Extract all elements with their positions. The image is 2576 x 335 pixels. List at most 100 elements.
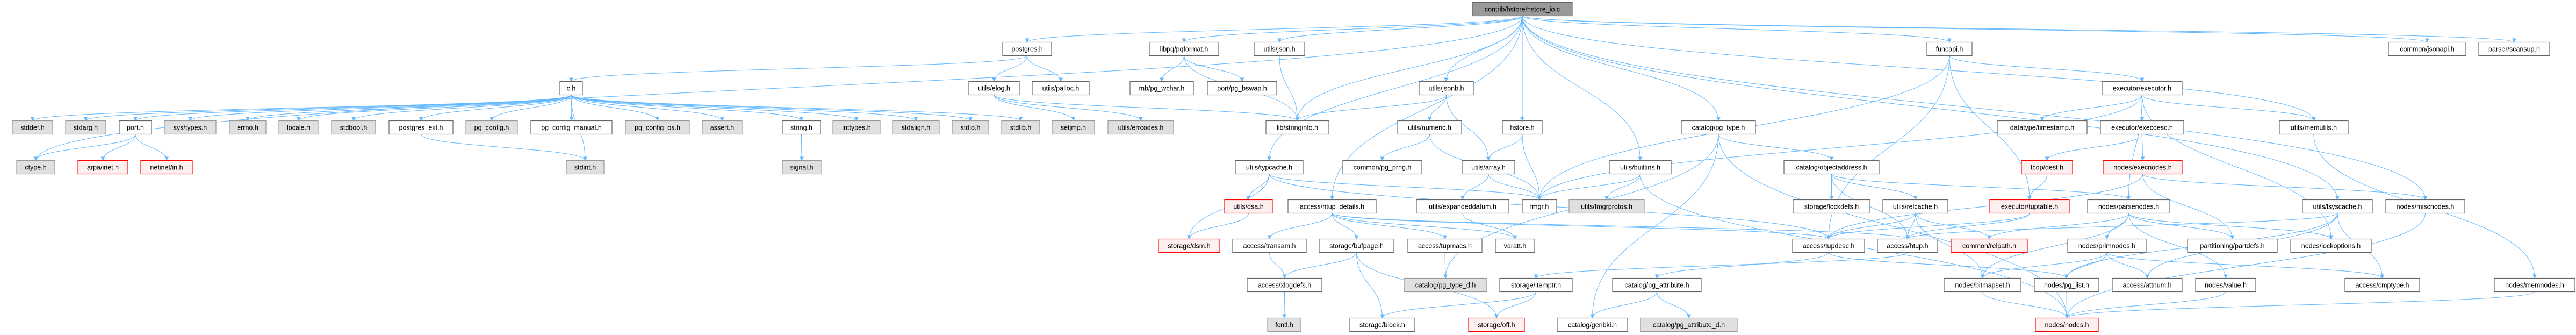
node-lsyscache[interactable]: utils/lsyscache.h [2302, 199, 2373, 214]
node-inttypes[interactable]: inttypes.h [832, 120, 881, 135]
node-builtins[interactable]: utils/builtins.h [1609, 160, 1672, 175]
node-tupdesc[interactable]: access/tupdesc.h [1792, 238, 1865, 253]
node-htup[interactable]: access/htup.h [1877, 238, 1938, 253]
node-executor[interactable]: executor/executor.h [2102, 81, 2183, 96]
node-hstore[interactable]: hstore.h [1502, 120, 1543, 135]
node-stdbool[interactable]: stdbool.h [331, 120, 376, 135]
node-bswap[interactable]: port/pg_bswap.h [1207, 81, 1277, 96]
node-stdarg[interactable]: stdarg.h [65, 120, 106, 135]
node-locale[interactable]: locale.h [278, 120, 319, 135]
node-port[interactable]: port.h [119, 120, 152, 135]
node-ctype[interactable]: ctype.h [16, 160, 55, 175]
node-timestamp[interactable]: datatype/timestamp.h [1997, 120, 2088, 135]
node-attnum[interactable]: access/attnum.h [2112, 277, 2183, 293]
node-elog[interactable]: utils/elog.h [968, 81, 1020, 96]
node-fmgrprotos[interactable]: utils/fmgrprotos.h [1568, 199, 1645, 214]
node-dest[interactable]: tcop/dest.h [2021, 160, 2073, 175]
node-itemptr[interactable]: storage/itemptr.h [1499, 277, 1573, 293]
node-pqformat[interactable]: libpq/pqformat.h [1149, 41, 1219, 56]
node-ch[interactable]: c.h [559, 81, 583, 96]
edge-relcache-to-bitmapset [1915, 213, 1985, 279]
node-setjmp[interactable]: setjmp.h [1052, 120, 1095, 135]
node-prng[interactable]: common/pg_prng.h [1342, 160, 1422, 175]
node-pgtyped[interactable]: catalog/pg_type_d.h [1404, 277, 1487, 293]
node-memnodes[interactable]: nodes/memnodes.h [2494, 277, 2575, 293]
edge-ch-to-assert [571, 95, 724, 122]
node-varatt[interactable]: varatt.h [1495, 238, 1535, 253]
node-stringinfo[interactable]: lib/stringinfo.h [1265, 120, 1329, 135]
node-pgconfman[interactable]: pg_config_manual.h [530, 120, 613, 135]
node-postgres[interactable]: postgres.h [1002, 41, 1052, 56]
node-assert[interactable]: assert.h [702, 120, 743, 135]
node-execdesc[interactable]: executor/execdesc.h [2100, 120, 2184, 135]
node-fmgr[interactable]: fmgr.h [1522, 199, 1557, 214]
node-jsonapi[interactable]: common/jsonapi.h [2388, 41, 2466, 56]
node-pgattrd[interactable]: catalog/pg_attribute_d.h [1640, 317, 1738, 332]
node-netinet[interactable]: netinet/in.h [140, 160, 193, 175]
node-primnodes[interactable]: nodes/primnodes.h [2067, 238, 2147, 253]
node-relpath[interactable]: common/relpath.h [1951, 238, 2028, 253]
node-pgconfig[interactable]: pg_config.h [465, 120, 518, 135]
node-pgattr[interactable]: catalog/pg_attribute.h [1612, 277, 1702, 293]
edge-htupdet-to-transam [1267, 213, 1333, 240]
node-string[interactable]: string.h [782, 120, 821, 135]
node-nodes[interactable]: nodes/nodes.h [2035, 317, 2099, 332]
node-bitmapset[interactable]: nodes/bitmapset.h [1944, 277, 2021, 293]
node-scansup[interactable]: parser/scansup.h [2478, 41, 2550, 56]
node-box [2344, 277, 2420, 293]
node-value[interactable]: nodes/value.h [2195, 277, 2256, 293]
node-expdatum[interactable]: utils/expandeddatum.h [1416, 199, 1509, 214]
node-genbki[interactable]: catalog/genbki.h [1557, 317, 1628, 332]
node-numeric[interactable]: utils/numeric.h [1397, 120, 1462, 135]
node-systypes[interactable]: sys/types.h [164, 120, 217, 135]
node-memutils[interactable]: utils/memutils.h [2279, 120, 2349, 135]
node-miscnodes[interactable]: nodes/miscnodes.h [2385, 199, 2465, 214]
node-tuptable[interactable]: executor/tuptable.h [1989, 199, 2070, 214]
node-box [1052, 120, 1095, 135]
node-transam[interactable]: access/transam.h [1232, 238, 1307, 253]
node-dsa[interactable]: utils/dsa.h [1224, 199, 1273, 214]
node-fcntl[interactable]: fcntl.h [1267, 317, 1301, 332]
node-array[interactable]: utils/array.h [1462, 160, 1515, 175]
node-parsenodes[interactable]: nodes/parsenodes.h [2087, 199, 2170, 214]
node-tupmacs[interactable]: access/tupmacs.h [1407, 238, 1483, 253]
node-off[interactable]: storage/off.h [1468, 317, 1525, 332]
node-stdio[interactable]: stdio.h [952, 120, 989, 135]
node-signal[interactable]: signal.h [782, 160, 822, 175]
node-pgtype[interactable]: catalog/pg_type.h [1681, 120, 1756, 135]
node-xlogdefs[interactable]: access/xlogdefs.h [1247, 277, 1322, 293]
node-stdlib[interactable]: stdlib.h [1001, 120, 1040, 135]
node-objaddr[interactable]: catalog/objectaddress.h [1783, 160, 1880, 175]
node-htupdet[interactable]: access/htup_details.h [1287, 199, 1377, 214]
node-pgconfos[interactable]: pg_config_os.h [625, 120, 690, 135]
node-lockdefs[interactable]: storage/lockdefs.h [1793, 199, 1870, 214]
node-pgwchar[interactable]: mb/pg_wchar.h [1129, 81, 1194, 96]
node-jsonb[interactable]: utils/jsonb.h [1419, 81, 1474, 96]
node-stdalign[interactable]: stdalign.h [892, 120, 940, 135]
edge-executor-to-fmgr [1537, 95, 2142, 201]
node-lockoptions[interactable]: nodes/lockoptions.h [2290, 238, 2372, 253]
node-arpa[interactable]: arpa/inet.h [77, 160, 128, 175]
edge-pgattr-to-genbki [1590, 291, 1657, 319]
node-execnodes[interactable]: nodes/execnodes.h [2103, 160, 2183, 175]
node-stddef[interactable]: stddef.h [12, 120, 53, 135]
node-block[interactable]: storage/block.h [1349, 317, 1415, 332]
node-json[interactable]: utils/json.h [1254, 41, 1305, 56]
node-errcodes[interactable]: utils/errcodes.h [1107, 120, 1174, 135]
node-pglist[interactable]: nodes/pg_list.h [2034, 277, 2099, 293]
node-root[interactable]: contrib/hstore/hstore_io.c [1472, 2, 1573, 17]
node-palloc[interactable]: utils/palloc.h [1032, 81, 1090, 96]
node-funcapi[interactable]: funcapi.h [1926, 41, 1973, 56]
node-stdint[interactable]: stdint.h [566, 160, 605, 175]
node-cmptype[interactable]: access/cmptype.h [2344, 277, 2420, 293]
node-dsm[interactable]: storage/dsm.h [1158, 238, 1220, 253]
node-relcache[interactable]: utils/relcache.h [1882, 199, 1948, 214]
node-label: storage/off.h [1478, 322, 1515, 329]
node-errno[interactable]: errno.h [229, 120, 267, 135]
node-bufpage[interactable]: storage/bufpage.h [1319, 238, 1394, 253]
node-box [2302, 199, 2373, 214]
node-pgext[interactable]: postgres_ext.h [388, 120, 454, 135]
node-partdefs[interactable]: partitioning/partdefs.h [2187, 238, 2278, 253]
node-typcache[interactable]: utils/typcache.h [1235, 160, 1304, 175]
node-box [625, 120, 690, 135]
